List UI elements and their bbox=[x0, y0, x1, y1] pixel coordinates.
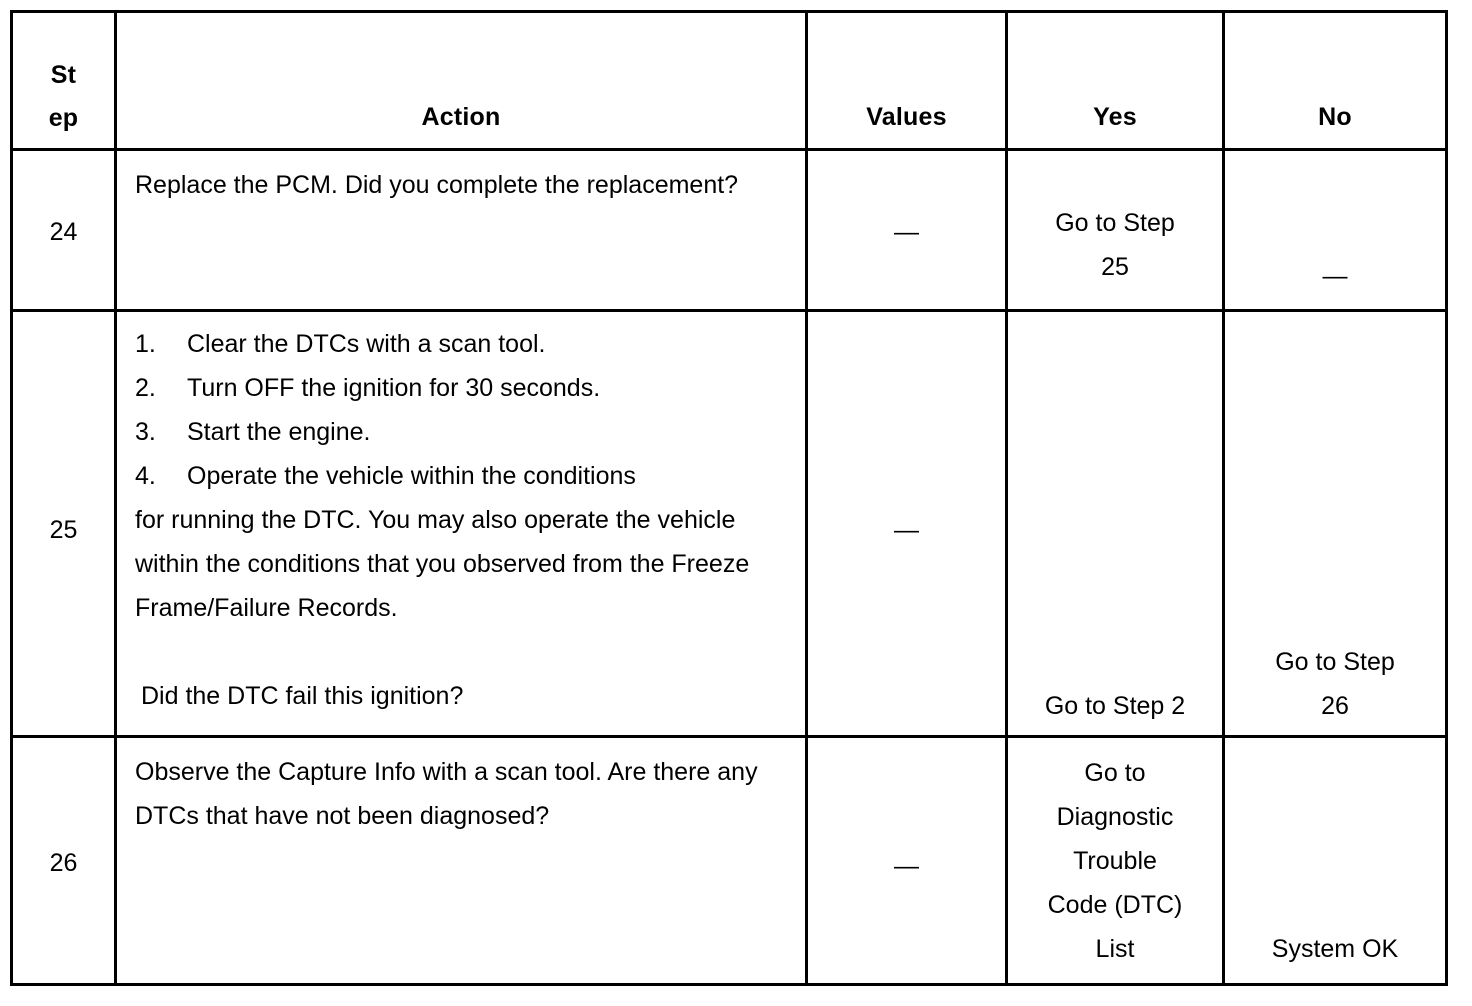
values-cell-24: — bbox=[805, 148, 1008, 312]
action-body-25: 1. Clear the DTCs with a scan tool. 2. T… bbox=[135, 322, 797, 718]
no-text-26: System OK bbox=[1225, 927, 1445, 971]
yes-line-24-1: Go to Step bbox=[1055, 209, 1175, 237]
no-cell-25: Go to Step 26 bbox=[1222, 309, 1448, 738]
step-number-25: 25 bbox=[49, 516, 78, 544]
yes-line-26-4: Code (DTC) bbox=[1047, 891, 1183, 919]
header-label-yes: Yes bbox=[1093, 103, 1137, 131]
header-cell-action: Action bbox=[114, 10, 808, 151]
header-cell-yes: Yes bbox=[1005, 10, 1225, 151]
header-cell-no: No bbox=[1222, 10, 1448, 151]
values-dash-25: — bbox=[894, 516, 919, 544]
header-label-action: Action bbox=[421, 103, 501, 131]
no-line-25-1: Go to Step bbox=[1275, 648, 1395, 676]
action-spacer-25 bbox=[135, 630, 797, 674]
list-text-2: Turn OFF the ignition for 30 seconds. bbox=[187, 374, 601, 402]
header-label-step-line1: St bbox=[50, 61, 77, 89]
list-marker-3: 3. bbox=[135, 418, 156, 446]
no-line-26-1: System OK bbox=[1271, 935, 1399, 963]
list-item: 4. Operate the vehicle within the condit… bbox=[135, 454, 797, 498]
list-marker-2: 2. bbox=[135, 374, 156, 402]
action-question-25: Did the DTC fail this ignition? bbox=[141, 682, 464, 710]
table-header-row: St ep Action Values Yes No bbox=[10, 10, 1448, 151]
action-continuation-25: for running the DTC. You may also operat… bbox=[135, 506, 750, 622]
table-row-step-24: 24 Replace the PCM. Did you complete the… bbox=[10, 148, 1448, 312]
list-text-1: Clear the DTCs with a scan tool. bbox=[187, 330, 546, 358]
action-paragraph-26: Observe the Capture Info with a scan too… bbox=[135, 758, 758, 830]
yes-line-26-3: Trouble bbox=[1073, 847, 1157, 875]
no-cell-24: — bbox=[1222, 148, 1448, 312]
yes-cell-26: Go to Diagnostic Trouble Code (DTC) List bbox=[1005, 735, 1225, 986]
yes-line-25-1: Go to Step 2 bbox=[1044, 692, 1186, 720]
list-item: 1. Clear the DTCs with a scan tool. bbox=[135, 322, 797, 366]
yes-line-26-5: List bbox=[1095, 935, 1135, 963]
header-label-step: St ep bbox=[13, 54, 114, 140]
header-cell-step: St ep bbox=[10, 10, 117, 151]
header-cell-values: Values bbox=[805, 10, 1008, 151]
values-cell-25: — bbox=[805, 309, 1008, 738]
yes-cell-25: Go to Step 2 bbox=[1005, 309, 1225, 738]
header-label-no: No bbox=[1318, 103, 1352, 131]
action-ordered-list-25: 1. Clear the DTCs with a scan tool. 2. T… bbox=[135, 322, 797, 498]
table-row-step-26: 26 Observe the Capture Info with a scan … bbox=[10, 735, 1448, 986]
list-marker-4: 4. bbox=[135, 462, 156, 490]
header-label-step-line2: ep bbox=[48, 104, 79, 132]
values-dash-24: — bbox=[894, 218, 919, 246]
yes-line-26-1: Go to bbox=[1084, 759, 1146, 787]
list-item: 2. Turn OFF the ignition for 30 seconds. bbox=[135, 366, 797, 410]
step-number-26: 26 bbox=[49, 849, 78, 877]
step-number-cell-26: 26 bbox=[10, 735, 117, 986]
yes-line-24-2: 25 bbox=[1101, 253, 1129, 281]
yes-cell-24: Go to Step 25 bbox=[1005, 148, 1225, 312]
action-paragraph-24: Replace the PCM. Did you complete the re… bbox=[135, 171, 739, 199]
action-cell-24: Replace the PCM. Did you complete the re… bbox=[114, 148, 808, 312]
step-number-cell-25: 25 bbox=[10, 309, 117, 738]
list-item: 3. Start the engine. bbox=[135, 410, 797, 454]
no-cell-26: System OK bbox=[1222, 735, 1448, 986]
list-text-4: Operate the vehicle within the condition… bbox=[187, 462, 636, 490]
yes-line-26-2: Diagnostic bbox=[1056, 803, 1174, 831]
no-line-25-2: 26 bbox=[1321, 692, 1349, 720]
header-label-values: Values bbox=[866, 103, 947, 131]
table-row-step-25: 25 1. Clear the DTCs with a scan tool. 2… bbox=[10, 309, 1448, 738]
list-marker-1: 1. bbox=[135, 330, 156, 358]
yes-text-26: Go to Diagnostic Trouble Code (DTC) List bbox=[1008, 751, 1222, 971]
action-cell-26: Observe the Capture Info with a scan too… bbox=[114, 735, 808, 986]
no-dash-24: — bbox=[1322, 262, 1348, 290]
yes-text-25: Go to Step 2 bbox=[1008, 684, 1222, 728]
no-text-25: Go to Step 26 bbox=[1225, 640, 1445, 728]
yes-text-24: Go to Step 25 bbox=[1008, 201, 1222, 289]
step-number-cell-24: 24 bbox=[10, 148, 117, 312]
step-number-24: 24 bbox=[49, 218, 78, 246]
values-dash-26: — bbox=[894, 852, 919, 880]
list-text-3: Start the engine. bbox=[187, 418, 371, 446]
diagnostic-procedure-table: St ep Action Values Yes No bbox=[10, 10, 1448, 986]
action-cell-25: 1. Clear the DTCs with a scan tool. 2. T… bbox=[114, 309, 808, 738]
values-cell-26: — bbox=[805, 735, 1008, 986]
